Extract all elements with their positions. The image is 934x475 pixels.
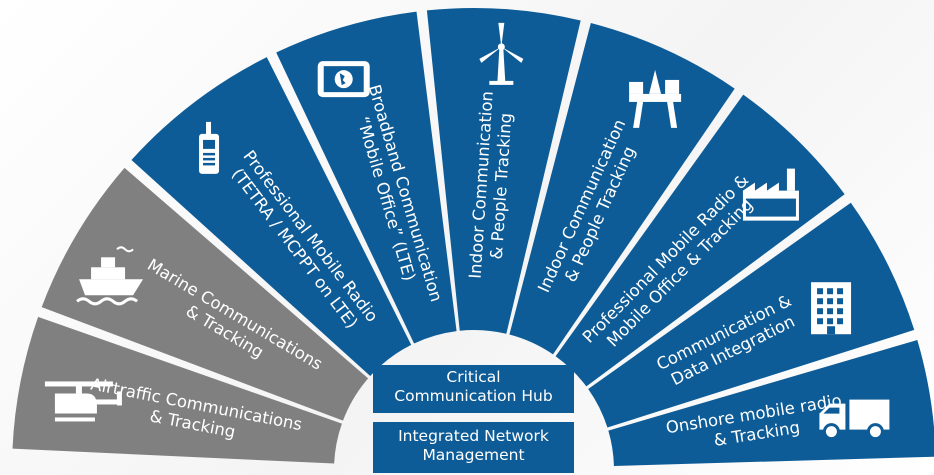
hub-mgmt-line-2: Management xyxy=(422,446,525,464)
om-icon-text: O&M xyxy=(752,201,790,217)
oil-rig-icon xyxy=(629,69,682,128)
helicopter-icon xyxy=(44,381,122,422)
hub-title-line-1: Critical xyxy=(446,368,501,386)
integrated-network-management-box: Integrated Network Management xyxy=(373,422,574,473)
wind-turbine-icon xyxy=(479,22,524,85)
segment-marine xyxy=(41,167,369,421)
segment-data xyxy=(588,202,915,428)
tablet-globe-icon xyxy=(317,61,370,98)
ship-icon xyxy=(76,246,144,306)
critical-communication-hub-box: Critical Communication Hub xyxy=(373,365,574,413)
segment-indoor-rig xyxy=(509,23,735,355)
truck-icon xyxy=(819,399,890,441)
segment-indoor-wind xyxy=(426,7,581,334)
office-building-icon xyxy=(811,282,852,335)
hub-mgmt-line-1: Integrated Network xyxy=(398,427,549,445)
segment-onshore xyxy=(608,339,934,466)
segment-om xyxy=(555,94,845,387)
segment-airtraffic xyxy=(12,316,342,464)
hub-title-line-2: Communication Hub xyxy=(394,387,553,405)
factory-icon: O&M xyxy=(742,168,799,221)
radio-handset-icon xyxy=(199,121,220,174)
